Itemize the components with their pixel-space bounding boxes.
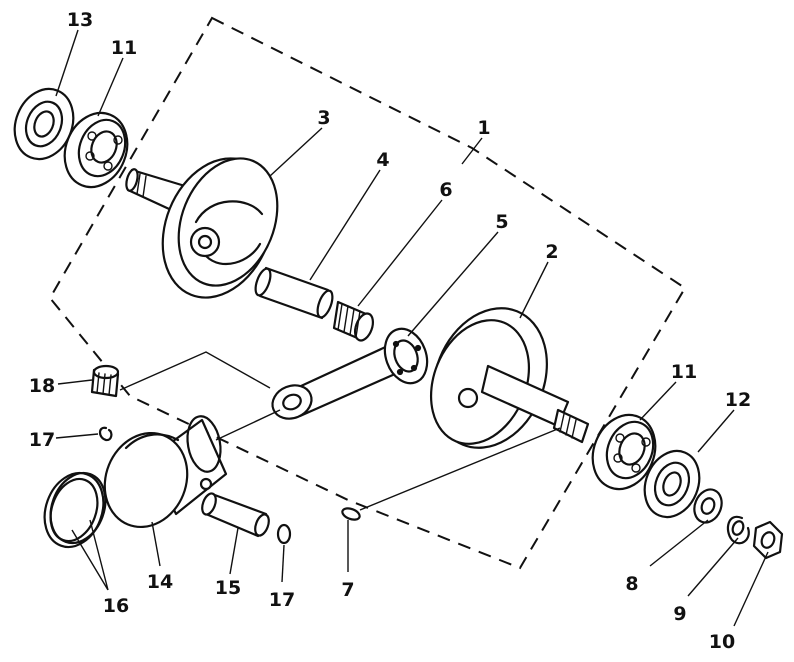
nut — [752, 520, 784, 560]
crank-half-right — [429, 307, 590, 449]
callout-16: 16 — [103, 595, 129, 617]
callout-11-right: 11 — [671, 361, 697, 383]
callout-3: 3 — [317, 107, 330, 129]
callout-1: 1 — [477, 117, 490, 139]
callout-8: 8 — [625, 573, 638, 595]
callout-4: 4 — [376, 149, 389, 171]
callout-6: 6 — [439, 179, 452, 201]
small-end-bearing — [90, 364, 120, 398]
callout-11-left: 11 — [111, 37, 137, 59]
callout-12: 12 — [725, 389, 751, 411]
piston-rings — [43, 471, 107, 549]
bearing-right — [591, 413, 657, 491]
crank-pin — [254, 266, 334, 320]
lock-washer — [726, 515, 750, 545]
bearing-left — [63, 111, 129, 189]
leader-lines — [55, 29, 769, 627]
piston-pin-clip-right — [276, 523, 292, 545]
washer — [693, 488, 723, 524]
callout-15: 15 — [215, 577, 241, 599]
piston-pin — [201, 492, 270, 538]
callout-17-left: 17 — [29, 429, 55, 451]
needle-bearing — [332, 300, 375, 342]
callout-7: 7 — [341, 579, 354, 601]
callout-14: 14 — [147, 571, 173, 593]
woodruff-key — [341, 507, 361, 521]
crankshaft-assembly-boundary — [48, 16, 687, 570]
callout-17-right: 17 — [269, 589, 295, 611]
oil-seal-left — [13, 87, 75, 161]
oil-seal-right — [643, 449, 701, 519]
piston-pin-clip-left — [98, 426, 113, 442]
callout-9: 9 — [673, 603, 686, 625]
connecting-rod — [271, 327, 429, 420]
callout-5: 5 — [495, 211, 508, 233]
callout-18: 18 — [29, 375, 55, 397]
piston — [103, 415, 228, 529]
callout-10: 10 — [709, 631, 735, 653]
callout-2: 2 — [545, 241, 558, 263]
callout-13: 13 — [67, 9, 93, 31]
crank-half-left — [125, 157, 279, 299]
